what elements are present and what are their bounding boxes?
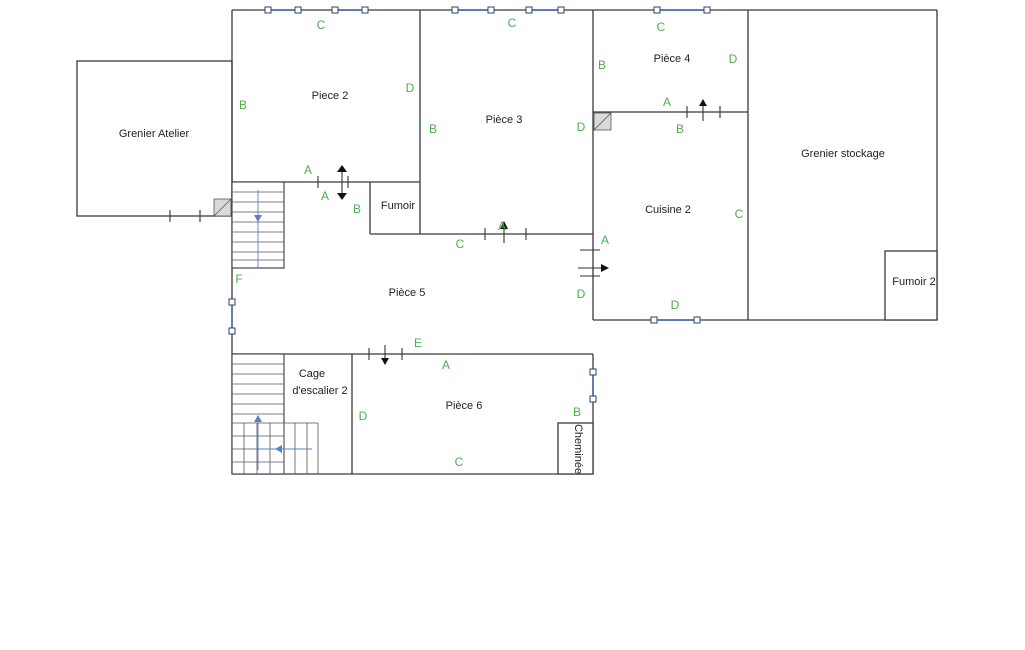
room-label-piece4: Pièce 4 [654, 53, 691, 65]
room-label-piece3: Pièce 3 [486, 114, 523, 126]
wall-mark: A [304, 163, 312, 177]
wall-mark: A [321, 189, 329, 203]
wall-mark: B [429, 122, 437, 136]
room-label-piece5: Pièce 5 [389, 287, 426, 299]
flue-icon [213, 112, 612, 217]
room-label-cage-line2: d'escalier 2 [292, 385, 347, 397]
wall-mark: D [406, 81, 415, 95]
cheminee-box [557, 422, 594, 475]
wall-marks: C B D A C B D C B D A B C A D A B C A F … [235, 16, 743, 469]
room-label-grenier-stockage: Grenier stockage [801, 148, 885, 160]
wall-mark: C [317, 18, 326, 32]
room-label-piece2: Piece 2 [312, 90, 349, 102]
room-label-grenier-atelier: Grenier Atelier [119, 128, 190, 140]
wall-mark: D [671, 298, 680, 312]
wall-mark: A [663, 95, 671, 109]
wall-mark: B [239, 98, 247, 112]
room-label-piece6: Pièce 6 [446, 400, 483, 412]
wall-mark: D [729, 52, 738, 66]
wall-mark: C [508, 16, 517, 30]
wall-mark: A [601, 233, 609, 247]
interior-walls [232, 10, 938, 474]
window-icon [228, 6, 711, 403]
room-grenier-atelier [76, 60, 233, 217]
room-label-cuisine2: Cuisine 2 [645, 204, 691, 216]
wall-mark: C [456, 237, 465, 251]
wall-mark: B [676, 122, 684, 136]
stairs-icon [231, 181, 285, 269]
wall-mark: F [235, 272, 242, 286]
room-label-fumoir2: Fumoir 2 [892, 276, 935, 288]
wall-mark: D [359, 409, 368, 423]
stairs-icon [231, 353, 319, 475]
room-label-cage-line1: Cage [299, 368, 325, 380]
wall-mark: B [598, 58, 606, 72]
wall-mark: D [577, 120, 586, 134]
wall-mark: A [442, 358, 450, 372]
wall-mark: B [353, 202, 361, 216]
room-label-cheminee: Cheminée [572, 424, 584, 474]
wall-mark: E [414, 336, 422, 350]
wall-mark: B [573, 405, 581, 419]
wall-mark: D [577, 287, 586, 301]
wall-mark: C [657, 20, 666, 34]
wall-mark: A [498, 219, 506, 233]
room-label-fumoir: Fumoir [381, 200, 416, 212]
wall-mark: C [455, 455, 464, 469]
outer-walls [231, 9, 938, 475]
door-icon [169, 99, 721, 365]
wall-mark: C [735, 207, 744, 221]
